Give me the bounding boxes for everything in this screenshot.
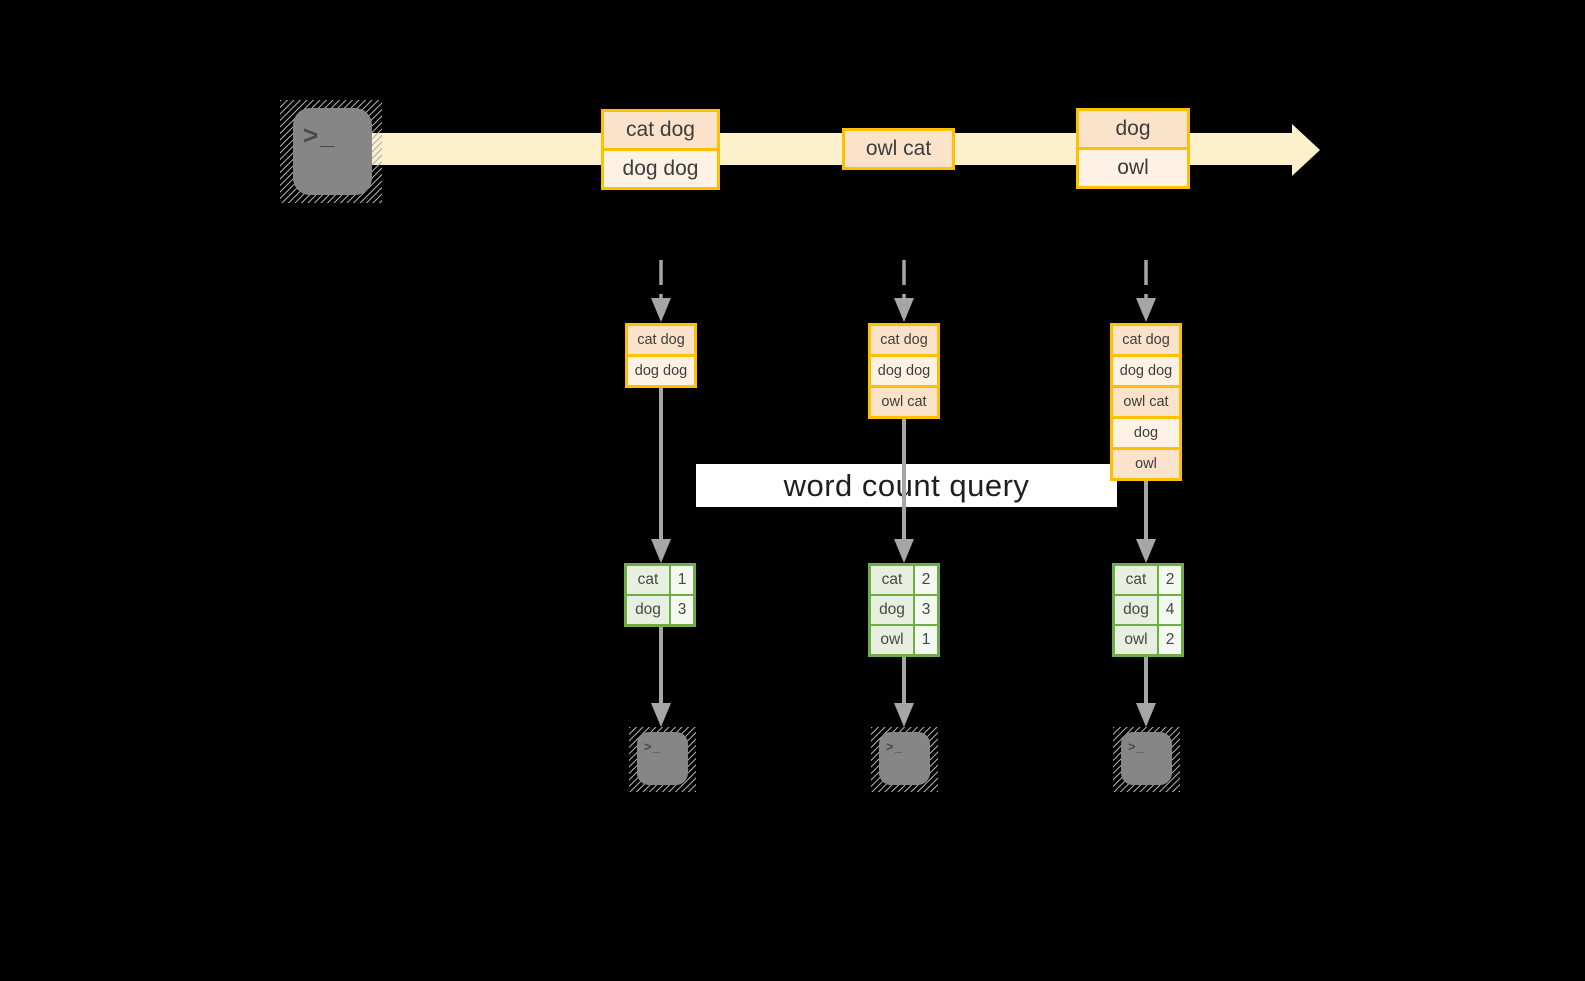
stack-line: dog dog: [871, 354, 937, 385]
stack-line: dog dog: [628, 354, 694, 385]
query-label-box: word count query: [696, 464, 1117, 507]
table-row: cat 1: [627, 566, 693, 594]
count-cell: 1: [915, 626, 937, 654]
dashed-arrow-1: [651, 260, 671, 322]
stack-line: cat dog: [628, 326, 694, 354]
dashed-arrow-2: [894, 260, 914, 322]
batch-line: owl cat: [845, 131, 952, 167]
count-table-1: cat 1 dog 3: [624, 563, 696, 627]
word-cell: cat: [627, 566, 671, 594]
count-cell: 3: [915, 596, 937, 624]
table-row: cat 2: [871, 566, 937, 594]
word-cell: dog: [871, 596, 915, 624]
input-stack-3: cat dog dog dog owl cat dog owl: [1110, 323, 1182, 481]
query-arrow-1: [651, 388, 671, 563]
terminal-prompt: >_: [879, 732, 930, 785]
table-row: dog 3: [871, 594, 937, 624]
sink-terminal-icon-2: >_: [871, 727, 938, 792]
count-table-3: cat 2 dog 4 owl 2: [1112, 563, 1184, 657]
word-cell: dog: [627, 596, 671, 624]
batch-line: owl: [1079, 147, 1187, 186]
stack-line: cat dog: [871, 326, 937, 354]
stack-line: owl: [1113, 447, 1179, 478]
word-cell: cat: [1115, 566, 1159, 594]
dashed-arrow-3: [1136, 260, 1156, 322]
batch-line: dog: [1079, 111, 1187, 147]
terminal-prompt: >_: [293, 108, 372, 195]
query-arrow-3: [1136, 481, 1156, 563]
count-cell: 4: [1159, 596, 1181, 624]
count-cell: 3: [671, 596, 693, 624]
word-cell: owl: [1115, 626, 1159, 654]
table-row: owl 1: [871, 624, 937, 654]
input-stack-2: cat dog dog dog owl cat: [868, 323, 940, 419]
stream-arrowhead: [1292, 124, 1320, 176]
batch-line: dog dog: [604, 148, 717, 187]
terminal-prompt: >_: [637, 732, 688, 785]
stream-batch-3: dog owl: [1076, 108, 1190, 189]
stack-line: owl cat: [871, 385, 937, 416]
stack-line: dog: [1113, 416, 1179, 447]
sink-arrow-2: [894, 657, 914, 727]
batch-line: cat dog: [604, 112, 717, 148]
count-cell: 1: [671, 566, 693, 594]
word-cell: cat: [871, 566, 915, 594]
stack-line: cat dog: [1113, 326, 1179, 354]
stream-batch-1: cat dog dog dog: [601, 109, 720, 190]
table-row: dog 3: [627, 594, 693, 624]
table-row: cat 2: [1115, 566, 1181, 594]
sink-terminal-icon-3: >_: [1113, 727, 1180, 792]
query-arrow-2: [894, 419, 914, 563]
stream-batch-2: owl cat: [842, 128, 955, 170]
query-label: word count query: [783, 467, 1030, 503]
word-cell: owl: [871, 626, 915, 654]
sink-terminal-icon-1: >_: [629, 727, 696, 792]
count-cell: 2: [1159, 566, 1181, 594]
table-row: dog 4: [1115, 594, 1181, 624]
count-table-2: cat 2 dog 3 owl 1: [868, 563, 940, 657]
stack-line: owl cat: [1113, 385, 1179, 416]
input-stack-1: cat dog dog dog: [625, 323, 697, 388]
count-cell: 2: [915, 566, 937, 594]
stack-line: dog dog: [1113, 354, 1179, 385]
sink-arrow-1: [651, 627, 671, 727]
source-terminal-icon: >_: [280, 100, 382, 203]
table-row: owl 2: [1115, 624, 1181, 654]
sink-arrow-3: [1136, 657, 1156, 727]
terminal-prompt: >_: [1121, 732, 1172, 785]
count-cell: 2: [1159, 626, 1181, 654]
word-cell: dog: [1115, 596, 1159, 624]
